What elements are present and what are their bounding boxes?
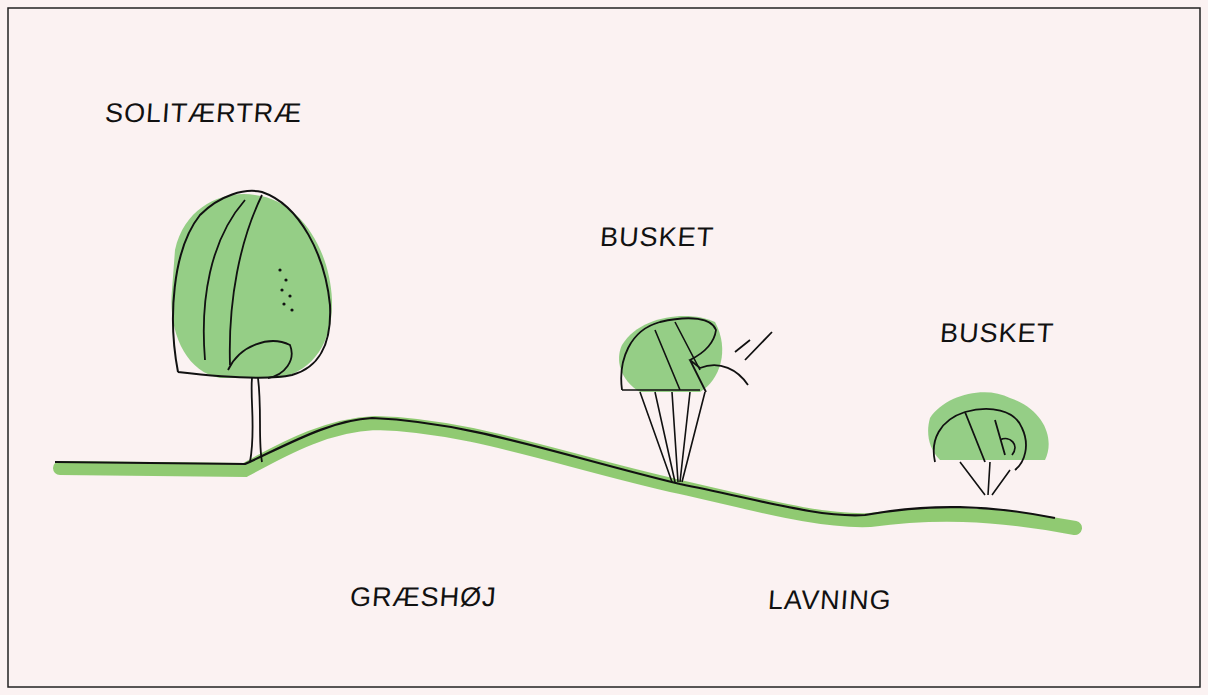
ground-line bbox=[55, 418, 1055, 518]
frame bbox=[8, 8, 1200, 687]
sketch-label: LAVNING bbox=[767, 585, 893, 616]
bush bbox=[928, 392, 1049, 495]
sketch-label: GRÆSHØJ bbox=[349, 582, 498, 613]
solitary-tree bbox=[171, 191, 332, 462]
ground-wash bbox=[60, 423, 1075, 528]
sketch-label: SOLITÆRTRÆ bbox=[104, 98, 303, 129]
sketch-label: BUSKET bbox=[939, 318, 1055, 349]
sketch-label: BUSKET bbox=[599, 222, 715, 253]
bush bbox=[619, 316, 772, 482]
